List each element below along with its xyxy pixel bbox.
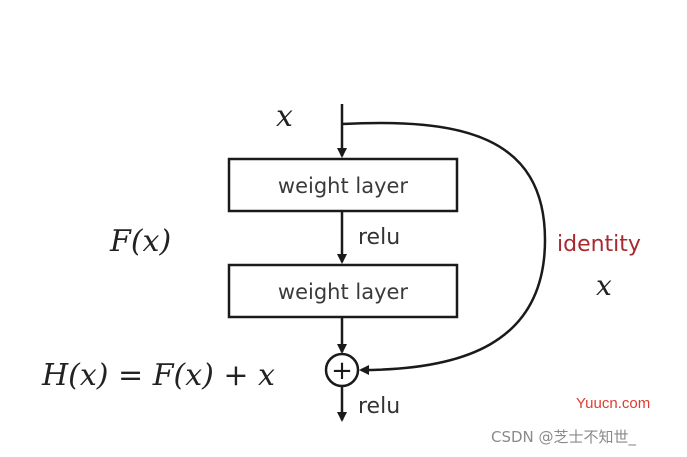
- weight-layer-1-label: weight layer: [278, 174, 409, 198]
- csdn-watermark: CSDN @芝士不知世_: [491, 428, 637, 447]
- weight-layer-box-2: [227, 263, 459, 319]
- plus-symbol: +: [331, 356, 353, 386]
- relu-out-label: relu: [358, 394, 400, 419]
- identity-x-label: x: [596, 269, 612, 302]
- weight-layer-2-label: weight layer: [278, 280, 409, 304]
- relu-mid-label: relu: [358, 225, 400, 250]
- identity-label: identity: [557, 232, 641, 257]
- hx-equation-label: H(x) = F(x) + x: [41, 358, 275, 393]
- site-watermark: Yuucn.com: [576, 395, 650, 412]
- fx-label: F(x): [109, 224, 171, 259]
- input-x-label: x: [276, 99, 293, 134]
- identity-skip-connection: [341, 121, 547, 375]
